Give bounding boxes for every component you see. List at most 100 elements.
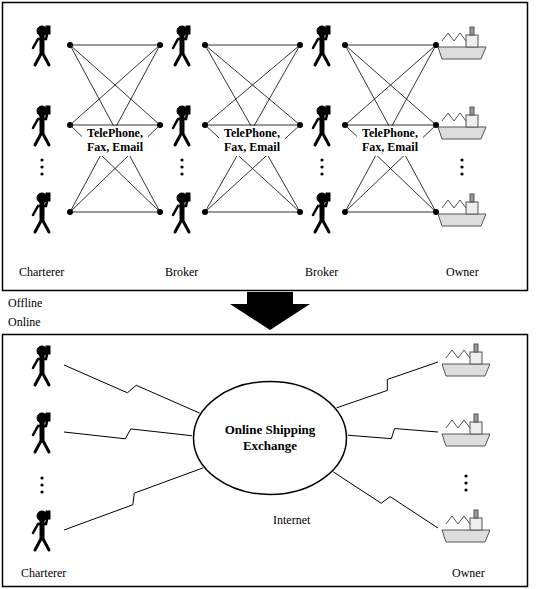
ship-funnel xyxy=(470,194,474,202)
ship-figure xyxy=(438,27,486,59)
ship-funnel xyxy=(474,344,478,352)
comm-line xyxy=(205,45,300,125)
offline-panel xyxy=(3,3,528,291)
person-figure xyxy=(33,413,50,452)
person-figure xyxy=(33,26,50,65)
figure-legs xyxy=(35,219,49,232)
phone xyxy=(186,193,190,201)
ship-bridge xyxy=(470,422,482,434)
ship-figure xyxy=(438,107,486,139)
column-label: Charterer xyxy=(19,266,64,280)
comm-line xyxy=(70,125,160,212)
line-end xyxy=(202,209,208,215)
line-end xyxy=(67,209,73,215)
person-figure xyxy=(33,511,50,550)
column-label: Broker xyxy=(305,266,338,280)
line-end xyxy=(67,122,73,128)
ship-cranes xyxy=(442,113,466,121)
column-label: Charterer xyxy=(21,567,66,581)
line-end xyxy=(157,209,163,215)
ship-bridge xyxy=(466,115,478,127)
ship-bridge xyxy=(466,202,478,214)
ellipsis-dot xyxy=(40,172,43,175)
ellipsis-dot xyxy=(320,165,323,168)
phone xyxy=(326,26,330,34)
comm-line xyxy=(70,125,160,212)
channel-label: TelePhone, Fax, Email xyxy=(219,126,285,156)
ship-figure xyxy=(442,344,490,376)
comm-line xyxy=(70,212,160,213)
ship-cranes xyxy=(446,420,470,428)
ellipsis-dot xyxy=(40,476,43,479)
ellipsis-dot xyxy=(40,490,43,493)
internet-link xyxy=(64,468,203,530)
figure-legs xyxy=(35,372,49,385)
ellipsis-dot xyxy=(40,483,43,486)
exchange-ellipse: Online Shipping Exchange xyxy=(192,380,348,496)
figure-legs xyxy=(35,439,49,452)
comm-line xyxy=(345,45,436,125)
network-label: Internet xyxy=(273,514,310,528)
phone xyxy=(326,193,330,201)
phone xyxy=(46,346,50,354)
comm-line xyxy=(205,45,300,46)
ship-funnel xyxy=(470,27,474,35)
ellipsis-dot xyxy=(460,172,463,175)
ship-bridge xyxy=(470,518,482,530)
ship-bridge xyxy=(470,352,482,364)
ship-funnel xyxy=(470,107,474,115)
internet-link xyxy=(64,365,200,413)
phone xyxy=(326,106,330,114)
ship-hull xyxy=(438,127,486,139)
comm-line xyxy=(70,45,160,46)
line-end xyxy=(433,209,439,215)
phone xyxy=(186,26,190,34)
ship-bridge xyxy=(466,35,478,47)
comm-line xyxy=(345,212,436,213)
internet-link xyxy=(333,472,438,528)
ship-cranes xyxy=(442,200,466,208)
comm-line xyxy=(205,125,300,212)
figure-legs xyxy=(35,132,49,145)
ellipsis-dot xyxy=(460,165,463,168)
ellipsis-dot xyxy=(464,488,467,491)
internet-link xyxy=(348,429,438,439)
ship-hull xyxy=(438,214,486,226)
ship-cranes xyxy=(442,33,466,41)
figure-legs xyxy=(315,132,329,145)
line-end xyxy=(67,42,73,48)
figure-legs xyxy=(35,52,49,65)
line-end xyxy=(342,122,348,128)
person-figure xyxy=(33,193,50,232)
figure-legs xyxy=(35,537,49,550)
ellipse-shape xyxy=(194,382,347,495)
internet-link xyxy=(337,362,438,408)
ship-hull xyxy=(442,530,490,542)
phone xyxy=(46,413,50,421)
line-end xyxy=(202,42,208,48)
ellipsis-dot xyxy=(460,158,463,161)
ship-figure xyxy=(442,510,490,542)
person-figure xyxy=(313,193,330,232)
comm-line xyxy=(345,45,436,125)
person-figure xyxy=(173,193,190,232)
ship-funnel xyxy=(474,510,478,518)
ellipsis-dot xyxy=(464,474,467,477)
ellipsis-dot xyxy=(40,165,43,168)
ellipsis-dot xyxy=(180,158,183,161)
ship-figure xyxy=(438,194,486,226)
ship-figure xyxy=(442,414,490,446)
comm-line xyxy=(345,125,436,212)
line-end xyxy=(297,209,303,215)
comm-line xyxy=(70,45,160,212)
phone xyxy=(46,106,50,114)
comm-line xyxy=(205,45,300,212)
ellipsis-dot xyxy=(320,172,323,175)
ship-hull xyxy=(442,364,490,376)
ship-hull xyxy=(442,434,490,446)
line-end xyxy=(342,209,348,215)
ellipsis-dot xyxy=(40,158,43,161)
figure-legs xyxy=(175,52,189,65)
comm-line xyxy=(345,45,436,46)
